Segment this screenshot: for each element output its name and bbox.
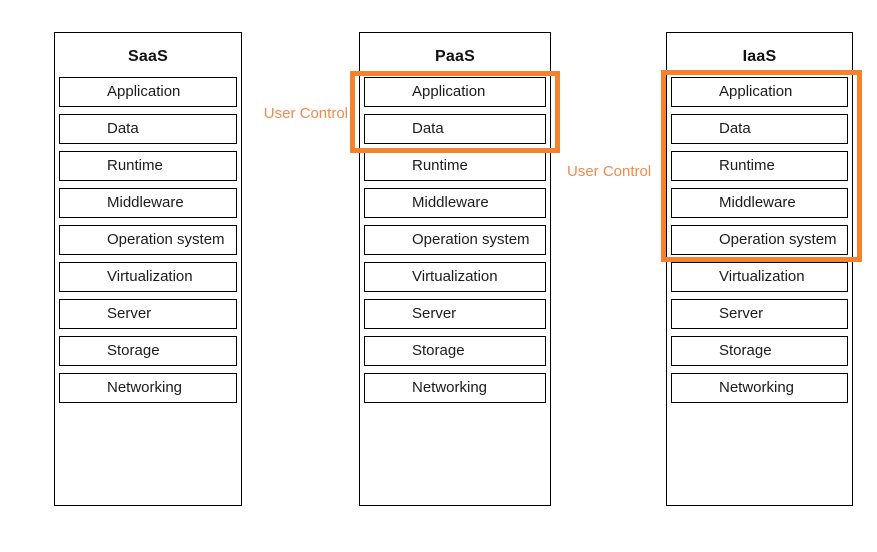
paas-column: PaaS Application Data Runtime Middleware… [359, 32, 551, 506]
paas-layer-operation-system: Operation system [364, 225, 546, 255]
iaas-layer-virtualization: Virtualization [671, 262, 848, 292]
iaas-layer-data: Data [671, 114, 848, 144]
saas-column: SaaS Application Data Runtime Middleware… [54, 32, 242, 506]
iaas-layer-storage: Storage [671, 336, 848, 366]
paas-layer-runtime: Runtime [364, 151, 546, 181]
iaas-column-title: IaaS [742, 48, 777, 65]
user-control-label-iaas: User Control [567, 163, 652, 180]
iaas-column: IaaS Application Data Runtime Middleware… [666, 32, 853, 506]
saas-layer-networking: Networking [59, 373, 237, 403]
saas-layer-storage: Storage [59, 336, 237, 366]
saas-layer-data: Data [59, 114, 237, 144]
saas-layer-application: Application [59, 77, 237, 107]
paas-layer-server: Server [364, 299, 546, 329]
iaas-layer-operation-system: Operation system [671, 225, 848, 255]
saas-layer-middleware: Middleware [59, 188, 237, 218]
saas-layer-runtime: Runtime [59, 151, 237, 181]
saas-column-title: SaaS [128, 48, 168, 65]
user-control-label-paas: User Control [263, 105, 348, 122]
paas-column-title: PaaS [435, 48, 475, 65]
paas-layer-storage: Storage [364, 336, 546, 366]
iaas-layer-server: Server [671, 299, 848, 329]
iaas-layer-middleware: Middleware [671, 188, 848, 218]
saas-layer-stack: Application Data Runtime Middleware Oper… [55, 77, 241, 403]
paas-layer-data: Data [364, 114, 546, 144]
user-control-outline-paas [350, 71, 560, 153]
user-control-outline-iaas [661, 70, 862, 262]
paas-layer-application: Application [364, 77, 546, 107]
iaas-layer-networking: Networking [671, 373, 848, 403]
saas-layer-operation-system: Operation system [59, 225, 237, 255]
iaas-layer-runtime: Runtime [671, 151, 848, 181]
iaas-layer-application: Application [671, 77, 848, 107]
iaas-layer-stack: Application Data Runtime Middleware Oper… [667, 77, 852, 403]
paas-layer-middleware: Middleware [364, 188, 546, 218]
paas-layer-stack: Application Data Runtime Middleware Oper… [360, 77, 550, 403]
saas-layer-server: Server [59, 299, 237, 329]
paas-layer-virtualization: Virtualization [364, 262, 546, 292]
paas-layer-networking: Networking [364, 373, 546, 403]
saas-layer-virtualization: Virtualization [59, 262, 237, 292]
